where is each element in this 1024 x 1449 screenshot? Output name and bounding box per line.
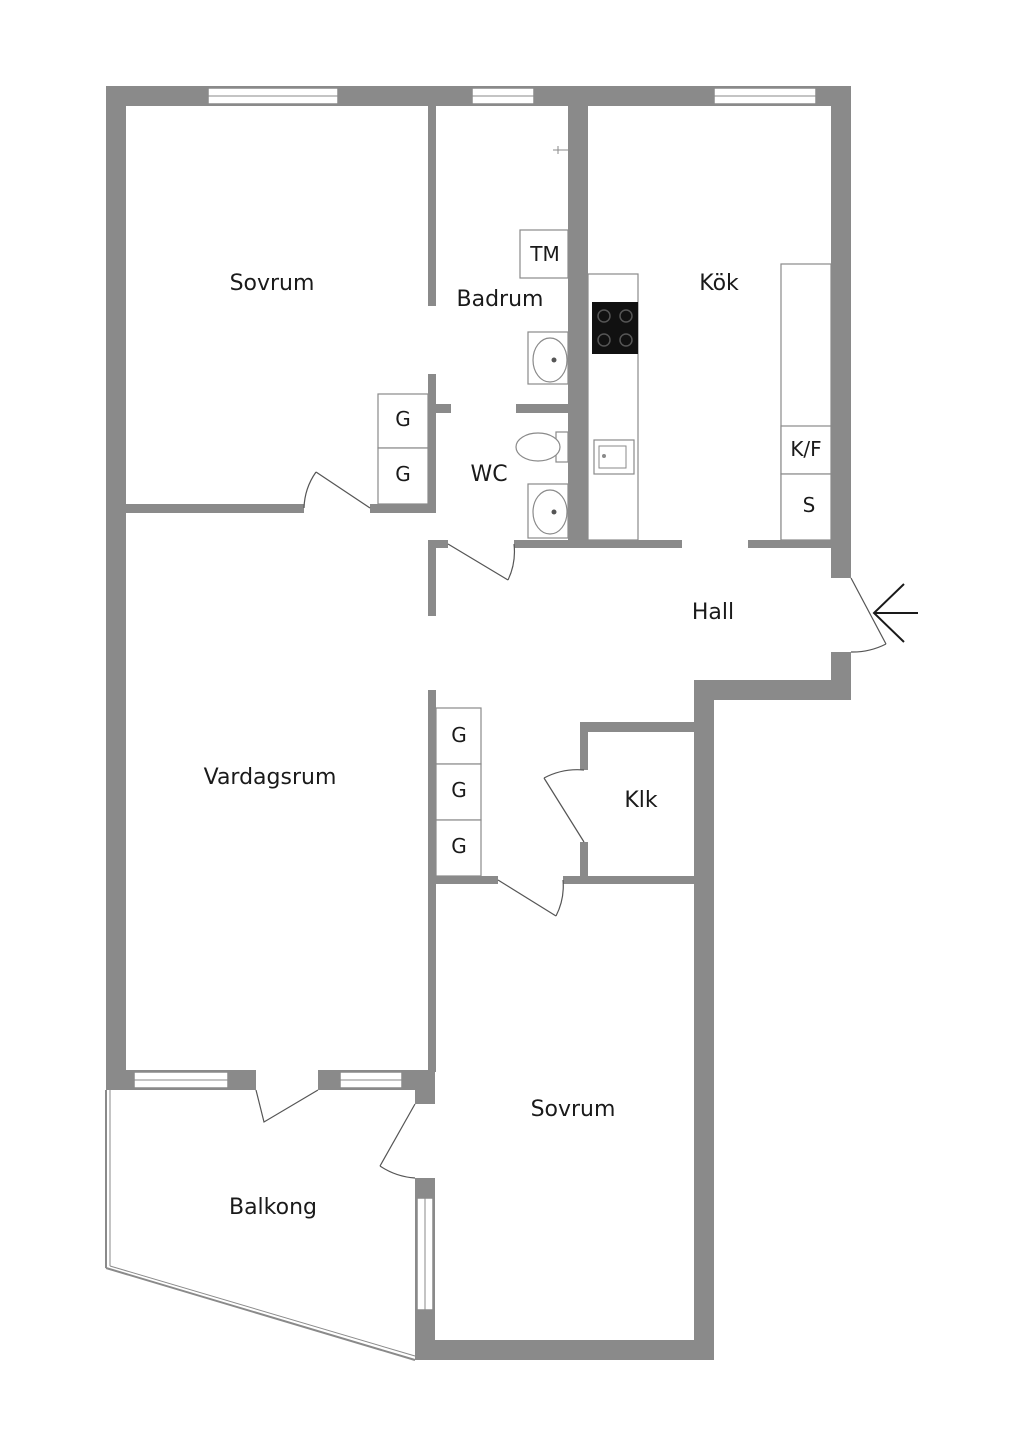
room-label-balkong: Balkong: [229, 1195, 317, 1220]
room-label-kok: Kök: [699, 271, 739, 296]
wardrobe-group-top: [377, 393, 429, 505]
fixture-label-tm: TM: [529, 242, 559, 266]
sink-icon: [593, 439, 635, 475]
wardrobe-label: G: [395, 407, 411, 431]
windows: [133, 87, 817, 1311]
washbasin-icon: [527, 331, 569, 385]
wardrobe-label: G: [451, 723, 467, 747]
fixture-label-s: S: [803, 493, 816, 517]
toilet-icon: [515, 431, 569, 463]
doors: [255, 471, 887, 1179]
room-label-klk: Klk: [624, 788, 658, 813]
fixture-label-kf: K/F: [790, 437, 821, 461]
room-label-hall: Hall: [692, 600, 734, 625]
balcony-outline: [105, 1090, 416, 1361]
shower-fixture: [553, 146, 568, 154]
room-label-wc: WC: [470, 462, 507, 487]
room-label-sovrum-bottom: Sovrum: [531, 1097, 616, 1122]
room-label-badrum: Badrum: [457, 287, 544, 312]
tm-washer: [519, 229, 569, 279]
room-label-sovrum-top: Sovrum: [230, 271, 315, 296]
room-label-vardagsrum: Vardagsrum: [204, 765, 337, 790]
wardrobe-label: G: [451, 778, 467, 802]
stove-icon: [592, 302, 638, 354]
wc-washbasin-icon: [527, 483, 569, 539]
wardrobe-label: G: [451, 834, 467, 858]
entrance-arrow-icon: [872, 583, 918, 643]
interior-walls: [126, 106, 831, 1072]
wardrobe-group-hall: [435, 707, 482, 877]
kitchen-tall-units: [780, 263, 832, 541]
wardrobe-label: G: [395, 462, 411, 486]
